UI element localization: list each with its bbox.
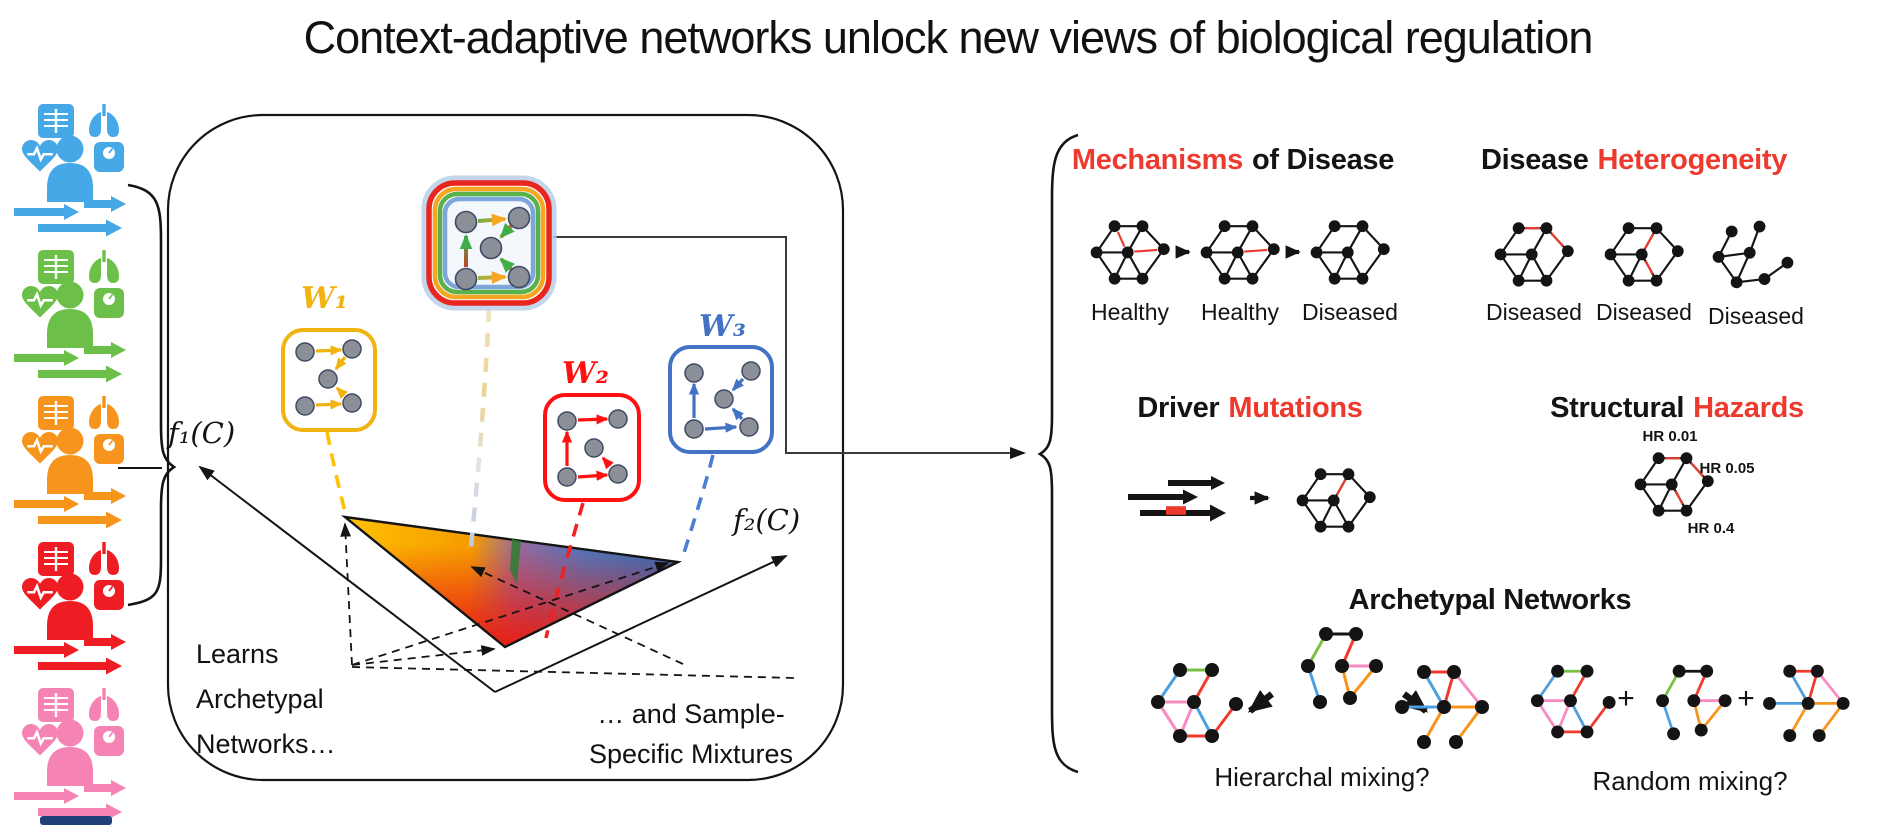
- heterogeneity-label-2: Diseased: [1596, 299, 1692, 325]
- hr-label-1: HR 0.01: [1642, 428, 1698, 445]
- patient-group-blue: [12, 102, 128, 238]
- structural-title: Structural Hazards: [1527, 392, 1827, 425]
- mutation-mark: [1166, 506, 1186, 515]
- gene-arrows-icon: [1128, 476, 1226, 522]
- structural-title-black: Structural: [1550, 392, 1685, 424]
- learns-line-2: Archetypal: [196, 684, 324, 714]
- random-mixing-label: Random mixing?: [1592, 766, 1788, 796]
- patient-group-navy-partial: [40, 816, 112, 825]
- green-sliver: [510, 539, 521, 584]
- plus-sign-2: +: [1737, 682, 1755, 715]
- random-mixing-graphic: [1529, 663, 1851, 744]
- learns-line-1: Learns: [196, 639, 279, 669]
- patient-group-pink: [12, 686, 128, 822]
- mechanisms-label-2: Healthy: [1201, 299, 1279, 325]
- w1-network: [281, 328, 377, 432]
- hierarchal-mixing-label: Hierarchal mixing?: [1214, 762, 1430, 792]
- mixtures-line-2: Specific Mixtures: [588, 739, 794, 769]
- right-brace: [1037, 133, 1079, 774]
- structural-title-red: Hazards: [1693, 392, 1804, 424]
- sparse-network: [1712, 220, 1794, 289]
- w1-label: W₁: [301, 281, 348, 316]
- heterogeneity-label-3: Diseased: [1708, 303, 1804, 329]
- heterogeneity-title-red: Heterogeneity: [1597, 144, 1788, 176]
- mechanisms-title-black: of Disease: [1252, 144, 1395, 176]
- w3-label: W₃: [699, 309, 746, 344]
- mechanisms-networks: [1089, 219, 1391, 286]
- heterogeneity-label-1: Diseased: [1486, 299, 1582, 325]
- hr-label-2: HR 0.05: [1699, 460, 1755, 477]
- patient-group-green: [12, 248, 128, 384]
- hr-label-3: HR 0.4: [1687, 520, 1735, 537]
- mechanisms-title-red: Mechanisms: [1071, 144, 1243, 176]
- f1-axis-label: f₁(C): [168, 416, 236, 450]
- plus-sign-1: +: [1617, 682, 1635, 715]
- heterogeneity-title-black: Disease: [1480, 144, 1589, 176]
- w3-network: [668, 345, 774, 454]
- hierarchal-mixing-graphic: [1149, 625, 1491, 751]
- w2-label: W₂: [562, 356, 609, 391]
- structural-hazards-network: [1633, 451, 1715, 518]
- driver-title: Driver Mutations: [1100, 392, 1400, 425]
- left-brace: [118, 183, 177, 607]
- patient-group-red: [12, 540, 128, 676]
- figure-title: Context-adaptive networks unlock new vie…: [303, 12, 1594, 63]
- archetype-projections: [325, 307, 715, 639]
- f2-axis-label: f₂(C): [733, 503, 801, 537]
- w2-network: [543, 393, 641, 502]
- learns-archetypal-text: Learns Archetypal Networks…: [196, 632, 336, 767]
- driver-mutations-graphic: [1128, 467, 1377, 534]
- w1-dashed-line: [325, 431, 347, 513]
- w2-dashed-line: [544, 502, 585, 639]
- archetypal-title: Archetypal Networks: [1348, 584, 1632, 616]
- mixtures-line-1: … and Sample-: [597, 699, 785, 729]
- consensus-dashed-line: [467, 307, 492, 557]
- model-box: [166, 113, 845, 782]
- heterogeneity-networks: [1493, 220, 1794, 289]
- consensus-network: [421, 175, 557, 311]
- projection-arrows: [340, 522, 796, 679]
- mechanisms-label-3: Diseased: [1302, 299, 1398, 325]
- mechanisms-label-1: Healthy: [1091, 299, 1169, 325]
- w3-dashed-line: [681, 454, 715, 557]
- mechanisms-title: Mechanisms of Disease: [1072, 144, 1394, 177]
- patient-group-orange: [12, 394, 128, 530]
- archetype-simplex: [340, 515, 683, 649]
- driver-title-black: Driver: [1137, 392, 1220, 424]
- sample-mixtures-text: … and Sample- Specific Mixtures: [565, 694, 817, 774]
- driver-title-red: Mutations: [1228, 392, 1363, 424]
- heterogeneity-title: Disease Heterogeneity: [1480, 144, 1787, 177]
- f2-axis: [494, 555, 788, 693]
- patient-column: [12, 102, 128, 825]
- model-to-results-arrow: [553, 236, 1026, 459]
- learns-line-3: Networks…: [196, 729, 336, 759]
